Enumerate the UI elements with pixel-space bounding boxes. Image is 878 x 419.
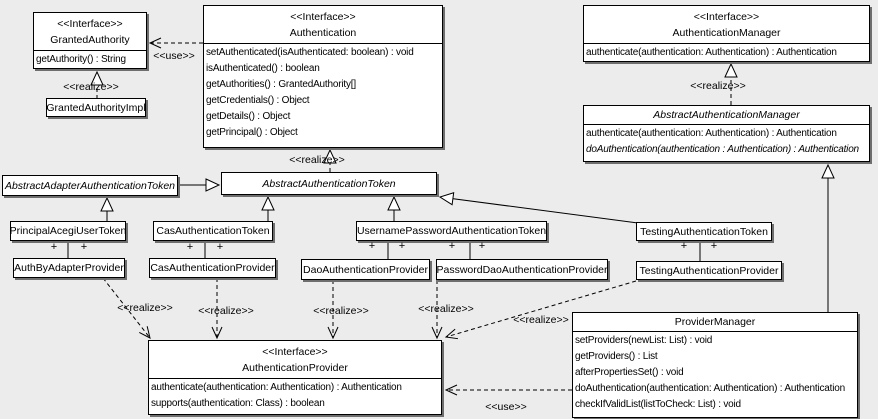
class-abstract-authentication-token: AbstractAuthenticationToken — [221, 172, 437, 195]
realize-label: <<realize>> — [198, 305, 254, 317]
class-name: AbstractAuthenticationManager — [653, 109, 800, 121]
realize-label: <<realize>> — [418, 303, 474, 315]
stereotype-label: <<Interface>> — [290, 11, 356, 23]
plus-mark: + — [368, 240, 376, 252]
class-name: PasswordDaoAuthenticationProvider — [436, 263, 608, 276]
stereotype-label: <<Interface>> — [693, 11, 760, 23]
realize-label: <<realize>> — [63, 81, 119, 93]
method: getPrincipal() : Object — [206, 127, 298, 138]
method: authenticate(authentication: Authenticat… — [151, 382, 402, 393]
class-provider-manager: ProviderManager setProviders(newList: Li… — [572, 312, 858, 418]
class-testing-authentication-token: TestingAuthenticationToken — [636, 222, 772, 241]
class-password-dao-authentication-provider: PasswordDaoAuthenticationProvider — [436, 259, 608, 280]
class-authentication-manager: <<Interface>> AuthenticationManager auth… — [583, 5, 870, 62]
plus-mark: + — [216, 241, 224, 253]
use-label: <<use>> — [153, 50, 195, 62]
class-name: PrincipalAcegiUserToken — [10, 225, 126, 237]
class-name: CasAuthenticationProvider — [150, 262, 275, 274]
class-auth-by-adapter-provider: AuthByAdapterProvider — [13, 258, 125, 278]
method: afterPropertiesSet() : void — [575, 367, 684, 378]
realize-label: <<realize>> — [690, 80, 746, 92]
method: isAuthenticated() : boolean — [206, 63, 320, 74]
method: setProviders(newList: List) : void — [575, 335, 713, 346]
class-abstract-authentication-manager: AbstractAuthenticationManager authentica… — [583, 105, 870, 162]
class-name: CasAuthenticationToken — [156, 225, 270, 237]
plus-mark: + — [398, 240, 406, 252]
plus-mark: + — [478, 240, 486, 252]
method: doAuthentication(authentication: Authent… — [575, 383, 845, 394]
plus-mark: + — [710, 240, 718, 252]
generalization-testing-to-abstracttoken — [438, 192, 639, 224]
class-granted-authority-impl: GrantedAuthorityImpl — [46, 98, 146, 117]
realize-label: <<realize>> — [313, 305, 369, 317]
class-name: AbstractAuthenticationToken — [262, 177, 396, 190]
method: checkIfValidList(listToCheck: List) : vo… — [575, 399, 741, 410]
class-username-password-authentication-token: UsernamePasswordAuthenticationToken — [356, 221, 547, 241]
method: getAuthority() : String — [36, 54, 126, 65]
class-name: AuthByAdapterProvider — [14, 262, 124, 274]
class-name: GrantedAuthorityImpl — [46, 101, 146, 114]
stereotype-label: <<Interface>> — [262, 346, 328, 358]
class-authentication: <<Interface>> Authentication setAuthenti… — [203, 5, 443, 148]
method: doAuthentication(authentication : Authen… — [586, 144, 859, 155]
class-dao-authentication-provider: DaoAuthenticationProvider — [301, 259, 430, 280]
class-abstract-adapter-authentication-token: AbstractAdapterAuthenticationToken — [2, 175, 178, 196]
class-cas-authentication-provider: CasAuthenticationProvider — [149, 258, 276, 278]
method: getProviders() : List — [575, 351, 658, 362]
class-authentication-provider: <<Interface>> AuthenticationProvider aut… — [148, 340, 442, 415]
class-name: TestingAuthenticationProvider — [639, 264, 779, 277]
use-label: <<use>> — [485, 401, 527, 413]
class-testing-authentication-provider: TestingAuthenticationProvider — [636, 261, 782, 280]
plus-mark: + — [186, 241, 194, 253]
class-name: GrantedAuthority — [50, 34, 130, 46]
stereotype-label: <<Interface>> — [57, 18, 123, 30]
class-name: AuthenticationProvider — [242, 362, 348, 374]
class-granted-authority: <<Interface>> GrantedAuthority getAuthor… — [33, 12, 147, 69]
realize-label: <<realize>> — [117, 302, 173, 314]
realize-label: <<realize>> — [513, 314, 569, 326]
method: authenticate(authentication: Authenticat… — [586, 47, 837, 58]
plus-mark: + — [680, 240, 688, 252]
method: setAuthenticated(isAuthenticated: boolea… — [206, 47, 414, 58]
class-name: AbstractAdapterAuthenticationToken — [4, 179, 176, 192]
method: getCredentials() : Object — [206, 95, 310, 106]
method: getDetails() : Object — [206, 111, 291, 122]
class-name: TestingAuthenticationToken — [640, 225, 768, 238]
method: supports(authentication: Class) : boolea… — [151, 398, 325, 409]
realize-label: <<realize>> — [289, 154, 345, 166]
method: authenticate(authentication: Authenticat… — [586, 128, 837, 139]
method: getAuthorities() : GrantedAuthority[] — [206, 79, 356, 90]
class-name: Authentication — [289, 27, 357, 39]
plus-mark: + — [448, 240, 456, 252]
class-name: UsernamePasswordAuthenticationToken — [356, 225, 547, 237]
plus-mark: + — [50, 241, 58, 253]
class-name: AuthenticationManager — [672, 27, 781, 39]
class-name: ProviderManager — [674, 316, 756, 328]
class-cas-authentication-token: CasAuthenticationToken — [153, 221, 273, 241]
class-principal-acegi-user-token: PrincipalAcegiUserToken — [10, 221, 126, 241]
plus-mark: + — [80, 241, 88, 253]
class-name: DaoAuthenticationProvider — [303, 263, 428, 276]
